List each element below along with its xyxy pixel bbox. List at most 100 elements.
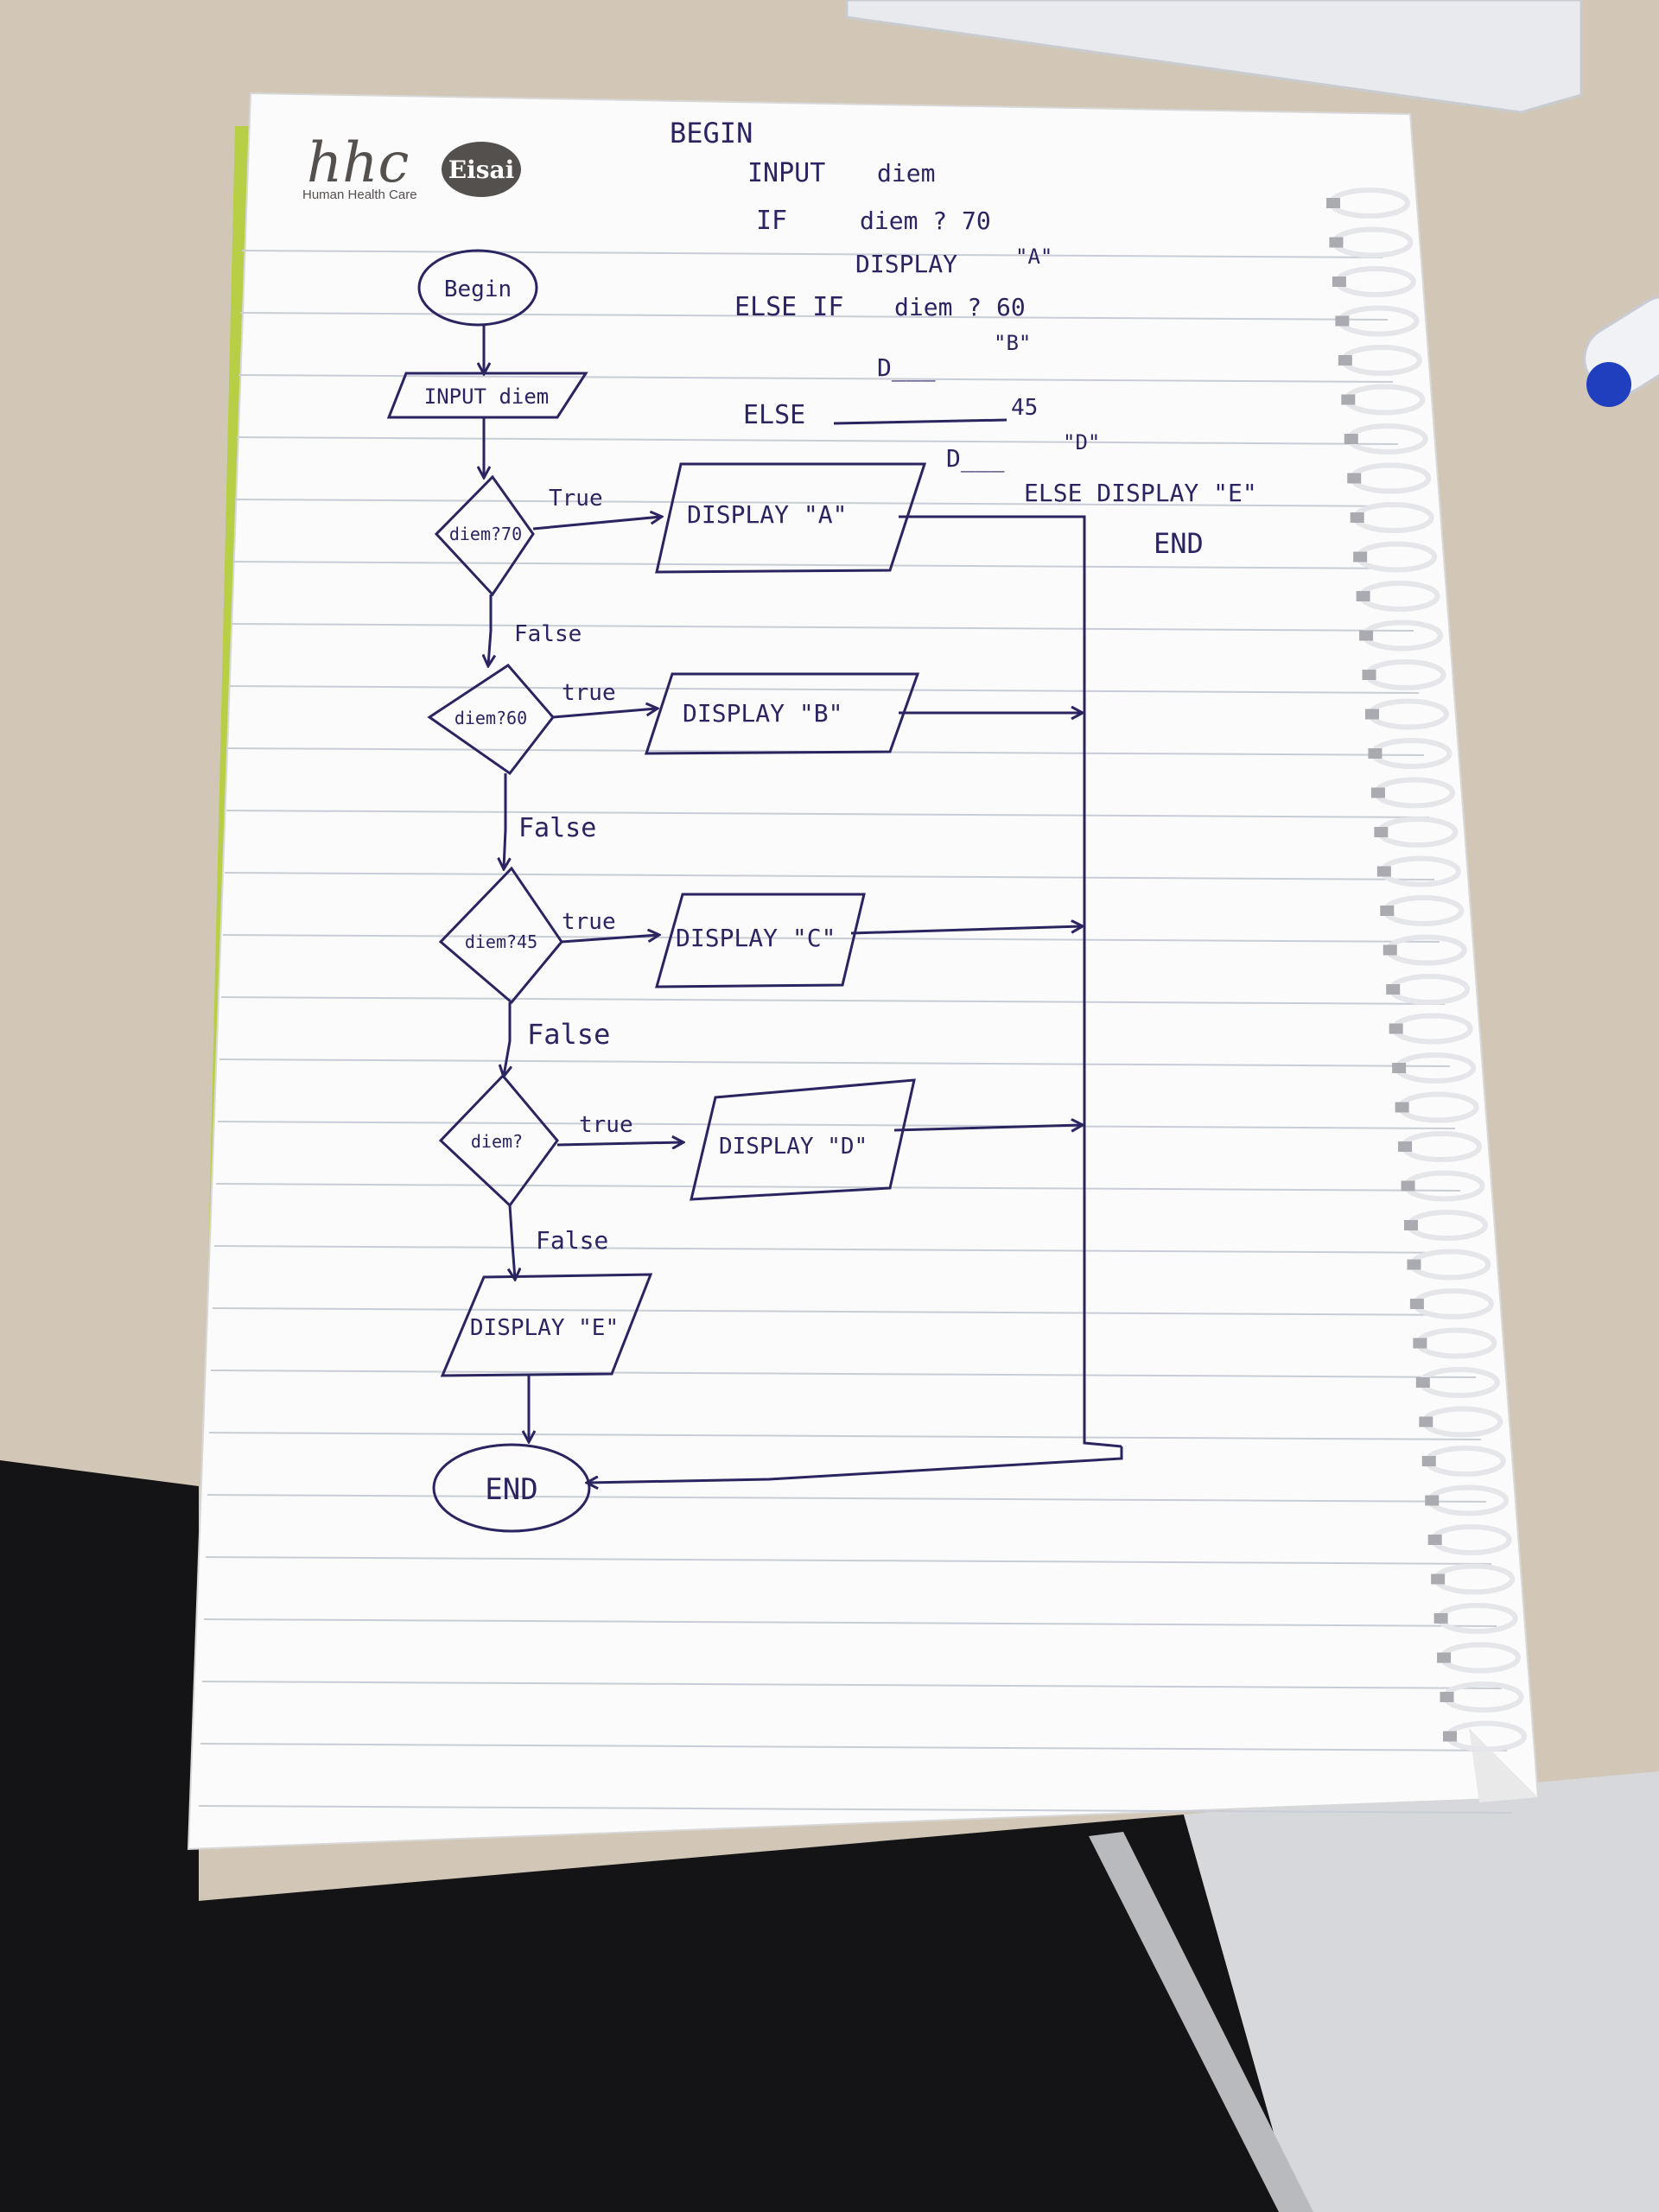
output-box-e [440, 1273, 653, 1377]
output-e-label: DISPLAY "E" [470, 1315, 619, 1341]
output-a-label: DISPLAY "A" [687, 500, 847, 529]
spiral-hole [1359, 630, 1374, 641]
ruled-line [208, 1432, 1482, 1440]
true-arrow-2 [552, 709, 657, 719]
pseudo-d-3: D___ [946, 444, 1005, 474]
false-arrow-1 [488, 594, 491, 665]
decision-1 [434, 474, 535, 597]
logo-tagline: Human Health Care [302, 188, 417, 202]
merge-arrow-c [850, 926, 1082, 935]
pseudo-else-display: ELSE DISPLAY "E" [1024, 479, 1257, 507]
spiral-hole [1398, 1141, 1413, 1152]
spiral-hole [1370, 787, 1385, 798]
floor-bottom-right [1184, 1771, 1659, 2212]
spiral-hole [1407, 1259, 1421, 1270]
spiral-hole [1374, 827, 1389, 837]
ruled-line [219, 1058, 1451, 1067]
input-label: INPUT diem [424, 385, 550, 409]
end-return-arrow [588, 1446, 1123, 1483]
merge-line-a [899, 515, 1122, 1448]
pen-cap [1583, 295, 1659, 407]
ruled-line [217, 1121, 1456, 1129]
logo-oval [442, 142, 521, 197]
pseudo-display: DISPLAY [855, 250, 957, 278]
ruled-line [224, 872, 1435, 880]
ruled-line [232, 561, 1409, 569]
spiral-hole [1431, 1573, 1446, 1585]
ruled-line [201, 1681, 1503, 1689]
floor-shadow [1089, 1832, 1313, 2212]
spiral-hole [1376, 866, 1391, 877]
ruled-line [207, 1494, 1487, 1503]
spiral-hole [1382, 944, 1397, 956]
pseudo-input-var: diem [877, 159, 935, 188]
output-box-d [690, 1078, 916, 1201]
spiral-hole [1362, 670, 1376, 680]
pseudo-cond-1: diem ? 70 [860, 207, 991, 235]
pseudo-value-b: "B" [994, 331, 1031, 355]
output-box-b [644, 672, 920, 755]
decision-3 [438, 866, 563, 1005]
false-label-4: False [536, 1226, 608, 1255]
output-c-label: DISPLAY "C" [676, 924, 836, 952]
spiral-hole [1326, 198, 1340, 208]
spiral-hole [1350, 512, 1364, 523]
false-label-3: False [527, 1018, 610, 1051]
brand-logo: hhc Eisai Human Health Care [302, 131, 521, 202]
ruled-line [203, 1618, 1497, 1627]
notebook-page [187, 92, 1540, 1851]
decision-2 [427, 664, 555, 776]
ruled-line [229, 685, 1420, 694]
spiral-hole [1341, 394, 1356, 405]
ruled-line [200, 1743, 1508, 1751]
ruled-line [239, 312, 1389, 321]
ruled-line [212, 1307, 1471, 1316]
flowchart [386, 249, 1123, 1533]
ruled-line [213, 1245, 1466, 1254]
output-box-c [655, 893, 866, 988]
spiral-hole [1356, 591, 1370, 601]
spiral-hole [1433, 1613, 1448, 1624]
pseudo-input: INPUT [747, 158, 825, 188]
false-label-1: False [514, 621, 582, 647]
output-b-label: DISPLAY "B" [683, 699, 842, 728]
spiral-hole [1338, 355, 1352, 365]
spiral-hole [1409, 1299, 1424, 1309]
true-label-2: true [562, 680, 616, 706]
ruled-line [238, 374, 1394, 383]
ruled-line [215, 1183, 1461, 1192]
pseudo-begin: BEGIN [670, 117, 753, 149]
spiral-hole [1421, 1456, 1436, 1466]
false-arrow-3 [504, 1002, 510, 1076]
spiral-hole [1353, 551, 1368, 563]
pseudo-value-d: "D" [1063, 430, 1100, 454]
spiral-hole [1365, 709, 1379, 720]
decision-2-label: diem?60 [454, 708, 527, 728]
spiral-hole [1389, 1023, 1403, 1034]
logo-mark: hhc [307, 131, 409, 195]
true-label-4: true [579, 1112, 633, 1138]
pseudo-else-if: ELSE IF [734, 292, 843, 322]
begin-label: Begin [444, 276, 512, 302]
false-arrow-2 [504, 773, 505, 868]
spiral-hole [1380, 906, 1395, 916]
merge-arrow-d [893, 1125, 1082, 1130]
pseudo-if: IF [756, 206, 787, 236]
false-arrow-4 [510, 1205, 515, 1279]
spiral-hole [1329, 237, 1344, 248]
ruled-line [226, 810, 1430, 818]
ruled-line [210, 1370, 1477, 1378]
spiral-hole [1392, 1063, 1407, 1073]
spiral-hole [1425, 1495, 1440, 1506]
ruled-line [231, 623, 1414, 632]
spiral-hole [1443, 1731, 1457, 1742]
ruled-line [222, 934, 1440, 943]
logo-brand: Eisai [448, 156, 515, 184]
true-label-3: true [562, 909, 616, 935]
flowchart-labels: Begin INPUT diem diem?70 diem?60 diem?45… [424, 276, 868, 1507]
output-d-label: DISPLAY "D" [719, 1134, 868, 1160]
spiral-hole [1347, 473, 1362, 484]
spiral-hole [1368, 748, 1382, 759]
spiral-hole [1401, 1180, 1415, 1192]
spiral-binding [1326, 188, 1527, 1752]
